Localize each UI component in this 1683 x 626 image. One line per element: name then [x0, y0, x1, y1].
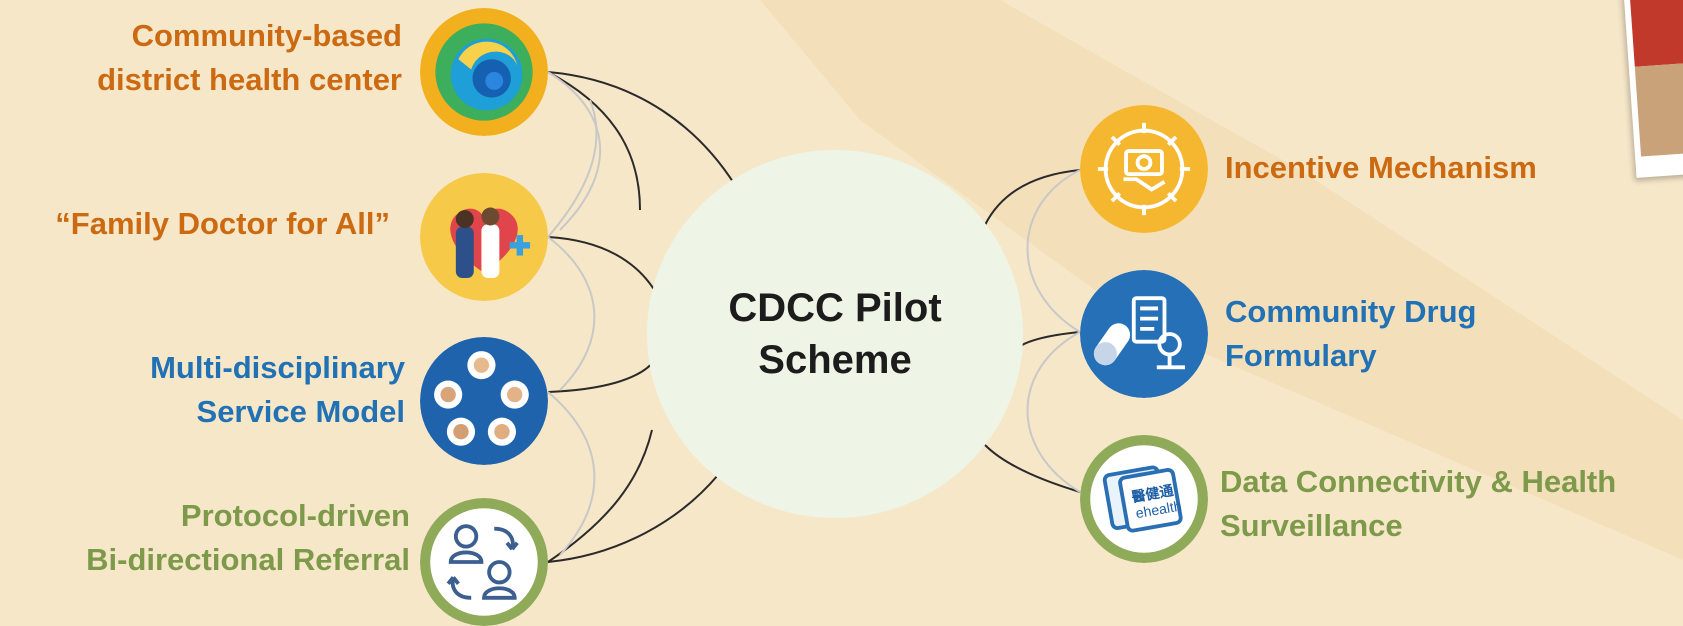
district-health-center-icon [420, 8, 548, 136]
label-drug-formulary: Community Drug Formulary [1225, 294, 1477, 373]
label-incentive: Incentive Mechanism [1225, 150, 1537, 185]
referral-icon [420, 498, 548, 626]
label-referral: Protocol-driven Bi-directional Referral [86, 498, 410, 577]
drug-formulary-icon [1080, 270, 1208, 398]
ehealth-logo-en: ehealth [1134, 497, 1182, 521]
label-multidisciplinary: Multi-disciplinary Service Model [150, 350, 405, 429]
multidisciplinary-team-icon [420, 337, 548, 465]
label-family-doctor: “Family Doctor for All” [55, 206, 390, 241]
family-doctor-icon [420, 173, 548, 301]
center-circle: CDCC Pilot Scheme [647, 150, 1023, 518]
ehealth-icon: 醫健通 ehealth [1080, 435, 1208, 563]
incentive-icon [1080, 105, 1208, 233]
label-district-health-center: Community-based district health center [97, 18, 402, 97]
center-title: CDCC Pilot Scheme [728, 286, 942, 382]
label-data-connectivity: Data Connectivity & Health Surveillance [1220, 464, 1617, 543]
document-thumbnail [1623, 0, 1683, 178]
